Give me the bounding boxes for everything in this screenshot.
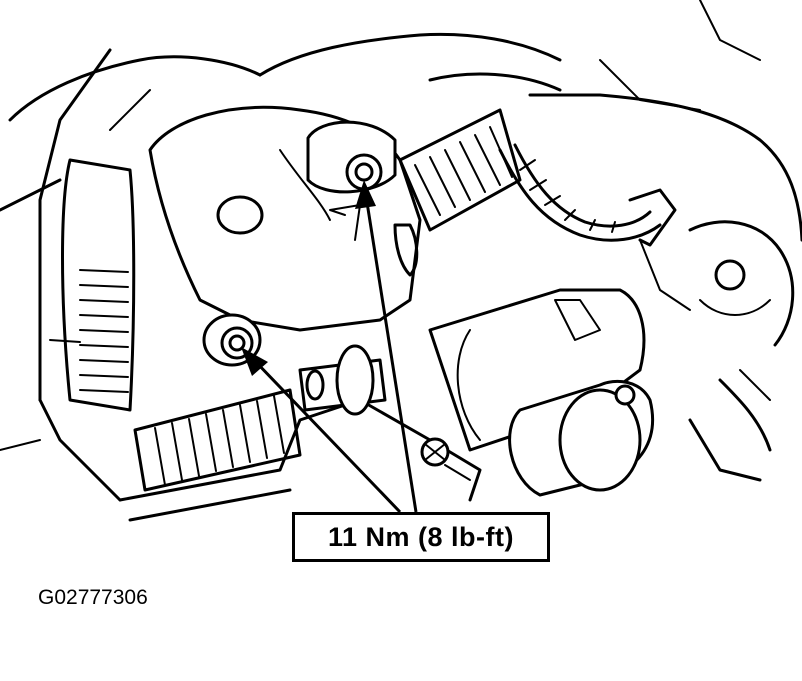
torque-label: 11 Nm (8 lb-ft) bbox=[327, 521, 515, 552]
torque-callout-box: 11 Nm (8 lb-ft) bbox=[292, 512, 550, 562]
figure-id: G02777306 bbox=[38, 586, 148, 609]
upper-nut bbox=[306, 120, 397, 194]
lower-bolt bbox=[420, 437, 471, 481]
engine-block-outline bbox=[0, 0, 802, 402]
starter-motor bbox=[428, 288, 655, 497]
leader-arrow-lower bbox=[241, 347, 402, 514]
wiring-harness bbox=[498, 143, 691, 311]
pulley-wheel bbox=[688, 220, 795, 452]
left-coil-spring bbox=[49, 158, 136, 412]
leader-arrow-upper bbox=[355, 180, 418, 513]
lower-coil-spring bbox=[133, 388, 302, 492]
upper-coil-spring bbox=[398, 108, 522, 232]
through-shaft bbox=[298, 344, 387, 416]
